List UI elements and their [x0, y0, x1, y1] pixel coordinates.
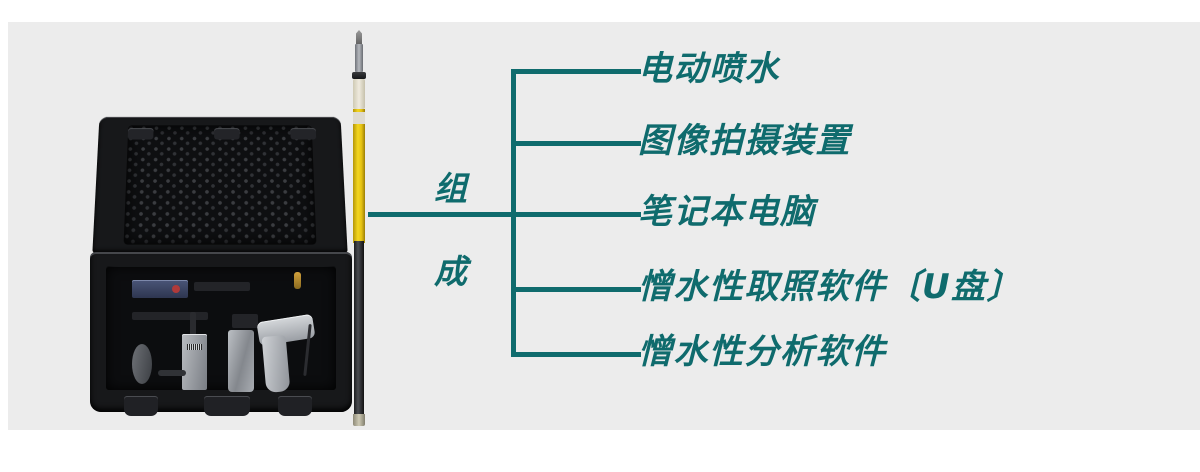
telescopic-insulating-pole-photo: [351, 30, 367, 430]
tree-leaf-label-3: 笔记本电脑: [638, 192, 816, 232]
case-item-bracket: [232, 314, 258, 328]
case-foam-slot: [194, 282, 250, 291]
case-handle: [204, 396, 250, 416]
content-canvas: 组 成 电动喷水 图像拍摄装置 笔记本电脑 憎水性取照软件〔U盘〕 憎水性分析软…: [8, 22, 1200, 430]
case-item-spray-bottle: [228, 330, 254, 392]
case-latch: [278, 396, 312, 416]
case-latch: [124, 396, 158, 416]
case-item-arm: [158, 370, 186, 376]
tree-branch-line-5: [511, 352, 641, 357]
tree-leaf-label-4: 憎水性取照软件〔U盘〕: [638, 267, 1023, 307]
tree-root-label-char-1: 组: [434, 169, 468, 208]
tree-spine-line: [511, 69, 516, 352]
pole-upper-section: [353, 109, 365, 243]
pole-label: [353, 112, 365, 124]
tree-leaf-label-5: 憎水性分析软件: [638, 332, 887, 372]
case-foam-slot: [132, 312, 208, 320]
tree-leaf-label-2: 图像拍摄装置: [638, 121, 851, 161]
tree-branch-line-2: [511, 141, 641, 146]
pole-nut: [352, 72, 366, 79]
pole-foot: [353, 414, 365, 426]
case-base: [90, 252, 352, 416]
tree-trunk-line: [368, 212, 514, 217]
case-item-handheld-meter: [132, 280, 188, 298]
equipment-carry-case-photo: [86, 94, 356, 416]
pole-collar: [353, 79, 365, 109]
tree-branch-line-4: [511, 287, 641, 292]
tree-branch-line-1: [511, 69, 641, 74]
tree-branch-line-3: [511, 212, 641, 217]
tree-leaf-label-1: 电动喷水: [638, 49, 780, 89]
composition-tree-diagram: 组 成 电动喷水 图像拍摄装置 笔记本电脑 憎水性取照软件〔U盘〕 憎水性分析软…: [8, 22, 1200, 430]
pole-lower-section: [354, 241, 364, 416]
tree-root-label-char-2: 成: [434, 252, 468, 291]
case-foam-insert: [106, 266, 336, 393]
case-item-stem: [190, 312, 196, 336]
pole-tip: [356, 30, 362, 46]
case-item-sensor-module: [182, 334, 207, 390]
case-item-brass-fitting: [294, 272, 301, 289]
case-item-oval-module: [132, 344, 152, 384]
pole-head-fitting: [355, 44, 363, 72]
